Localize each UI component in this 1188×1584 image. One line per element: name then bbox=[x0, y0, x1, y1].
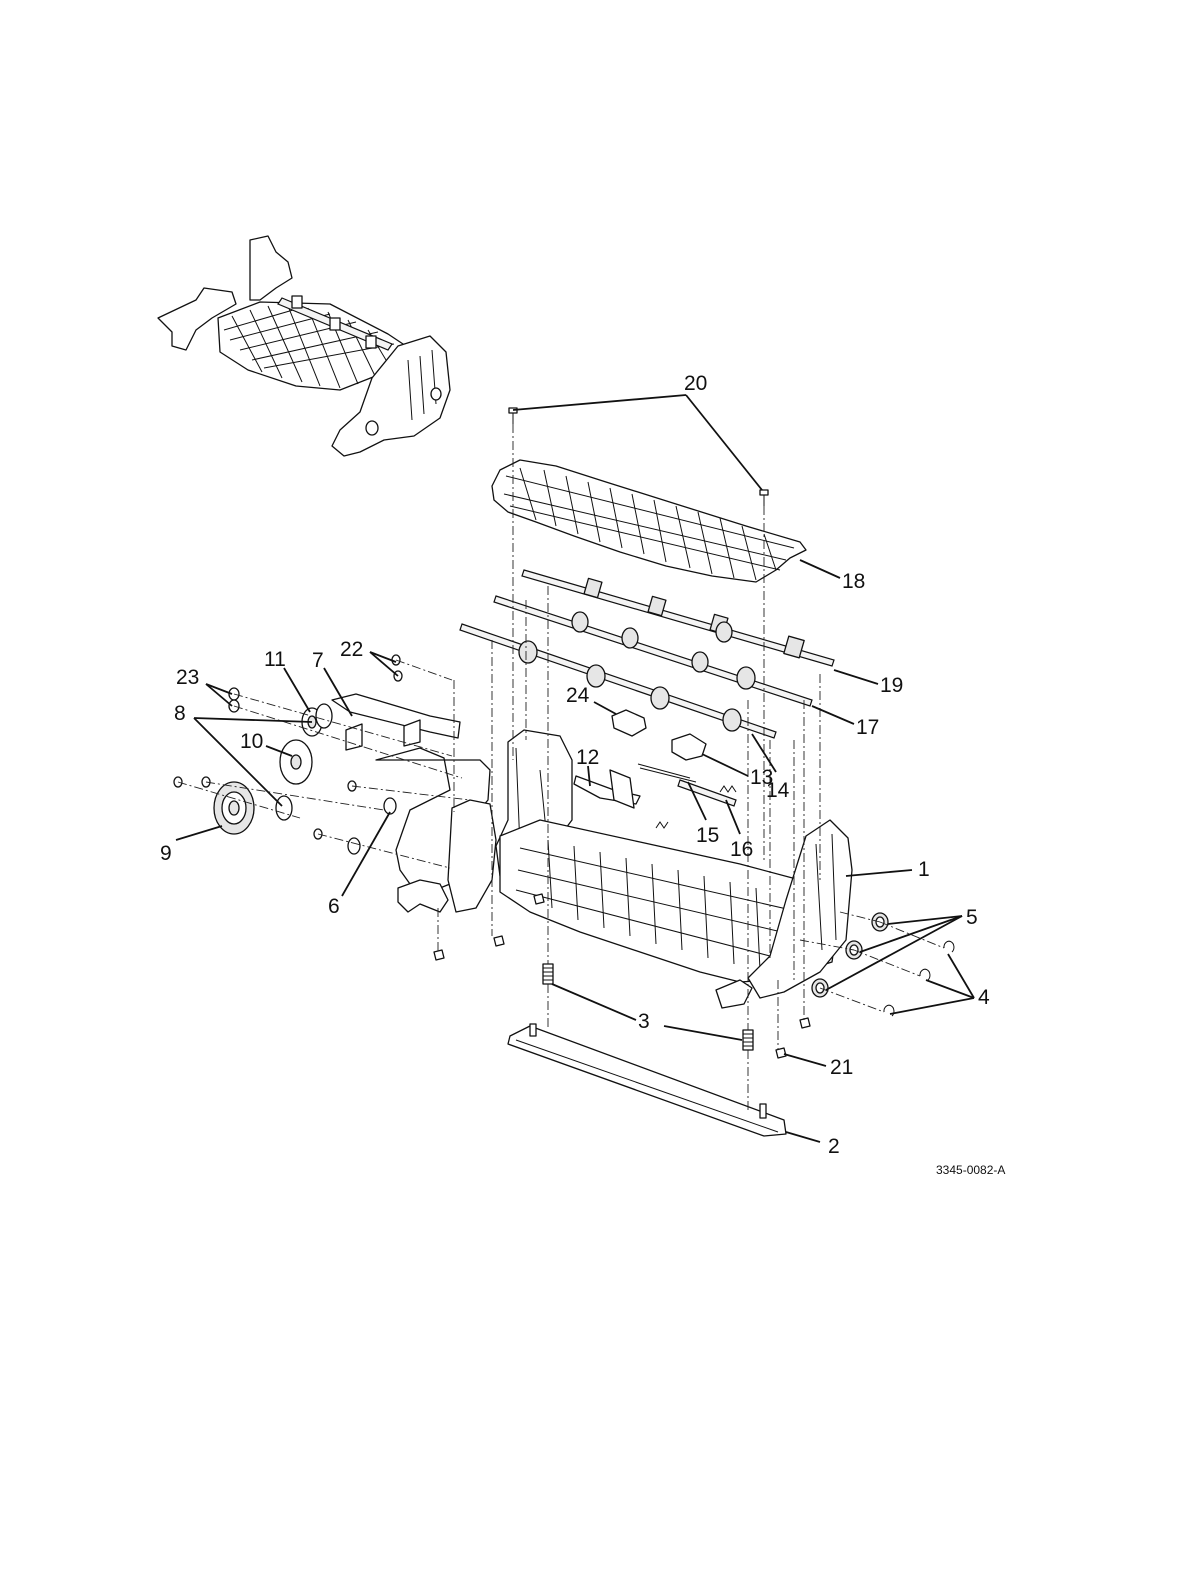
callout-8: 8 bbox=[174, 702, 186, 725]
callout-19: 19 bbox=[880, 674, 903, 697]
callout-23: 23 bbox=[176, 666, 199, 689]
callout-22: 22 bbox=[340, 638, 363, 661]
upper-paper-guide bbox=[492, 460, 806, 582]
callout-15: 15 bbox=[696, 824, 719, 847]
callout-10: 10 bbox=[240, 730, 263, 753]
callout-9: 9 bbox=[160, 842, 172, 865]
callout-20: 20 bbox=[684, 372, 707, 395]
callout-5: 5 bbox=[966, 906, 978, 929]
callout-21: 21 bbox=[830, 1056, 853, 1079]
figure-id: 3345-0082-A bbox=[936, 1163, 1005, 1177]
callout-24: 24 bbox=[566, 684, 590, 707]
callout-6: 6 bbox=[328, 895, 340, 918]
callout-14: 14 bbox=[766, 779, 790, 802]
callout-7: 7 bbox=[312, 649, 324, 672]
assembled-view-inset bbox=[158, 236, 450, 456]
callout-1: 1 bbox=[918, 858, 930, 881]
callout-17: 17 bbox=[856, 716, 879, 739]
roller-shafts bbox=[460, 570, 834, 738]
callout-11: 11 bbox=[264, 648, 286, 671]
callout-4: 4 bbox=[978, 986, 990, 1009]
callout-2: 2 bbox=[828, 1135, 840, 1158]
callout-16: 16 bbox=[730, 838, 753, 861]
callout-3: 3 bbox=[638, 1010, 650, 1033]
small-levers bbox=[574, 710, 736, 828]
callout-18: 18 bbox=[842, 570, 865, 593]
callout-12: 12 bbox=[576, 746, 599, 769]
